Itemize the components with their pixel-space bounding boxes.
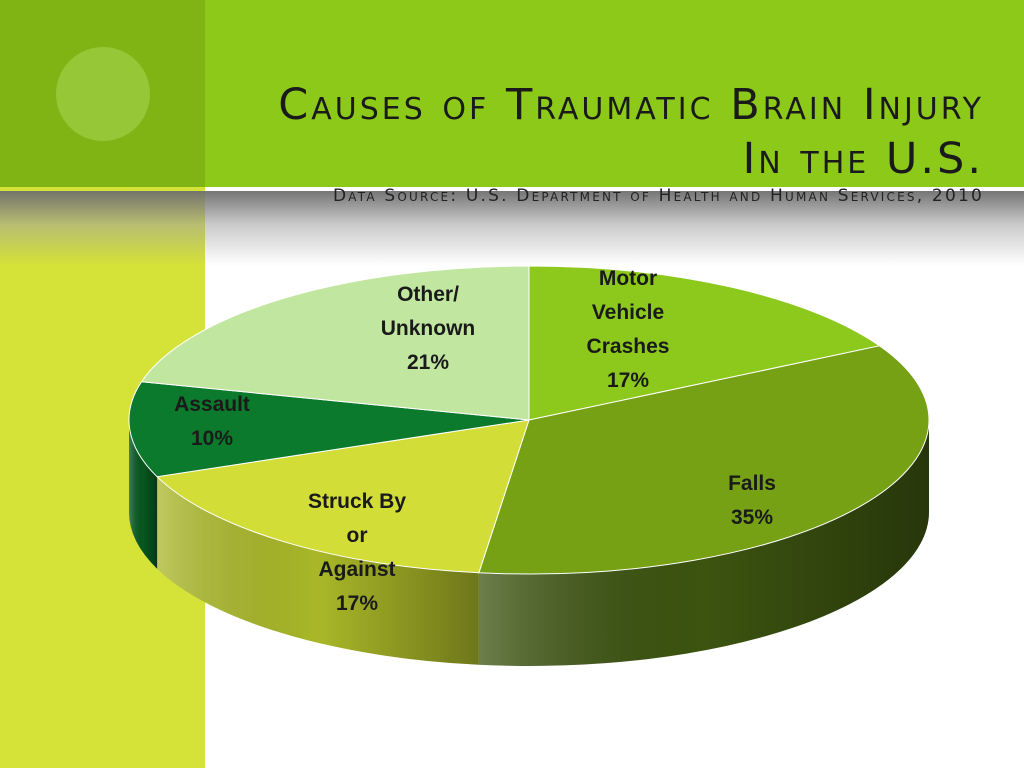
data-label-line: Struck By [308, 490, 406, 513]
data-label-other: Other/Unknown 21% [381, 283, 476, 374]
data-label-line: or [347, 524, 368, 547]
data-label-line: Other/ [397, 283, 459, 306]
decorative-circle [56, 47, 150, 141]
pie-sides [129, 420, 929, 666]
pie-slice-motor [528, 265, 881, 421]
pie-side-shade-falls [478, 420, 929, 666]
shadow-band [0, 191, 1024, 266]
pie-slice-assault [128, 381, 530, 478]
slide-title: Causes of Traumatic Brain Injury In the … [278, 80, 984, 184]
data-label-line: Vehicle [592, 301, 664, 324]
pie-slice-falls [478, 345, 930, 575]
data-label-falls: Falls 35% [728, 472, 776, 529]
data-label-line: 35% [731, 506, 773, 529]
data-label-assault: Assault 10% [174, 393, 250, 450]
pie-side-shade-assault [129, 420, 158, 569]
slide-subtitle: Data Source: U.S. Department of Health a… [333, 186, 984, 206]
data-label-line: 21% [407, 351, 449, 374]
data-label-line: Motor [599, 267, 657, 290]
data-label-line: Falls [728, 472, 776, 495]
data-label-line: Against [318, 558, 395, 581]
data-label-line: Unknown [381, 317, 476, 340]
header-divider [205, 187, 1024, 191]
header-band [205, 0, 1024, 187]
pie-slice-other [140, 265, 530, 421]
pie-tops [128, 265, 930, 575]
data-label-line: 10% [191, 427, 233, 450]
pie-side-shade-struck-by [157, 476, 479, 665]
data-label-line: 17% [336, 592, 378, 615]
data-label-line: 17% [607, 369, 649, 392]
data-label-line: Crashes [587, 335, 670, 358]
data-label-line: Assault [174, 393, 250, 416]
pie-slice-struck-by [156, 419, 530, 574]
